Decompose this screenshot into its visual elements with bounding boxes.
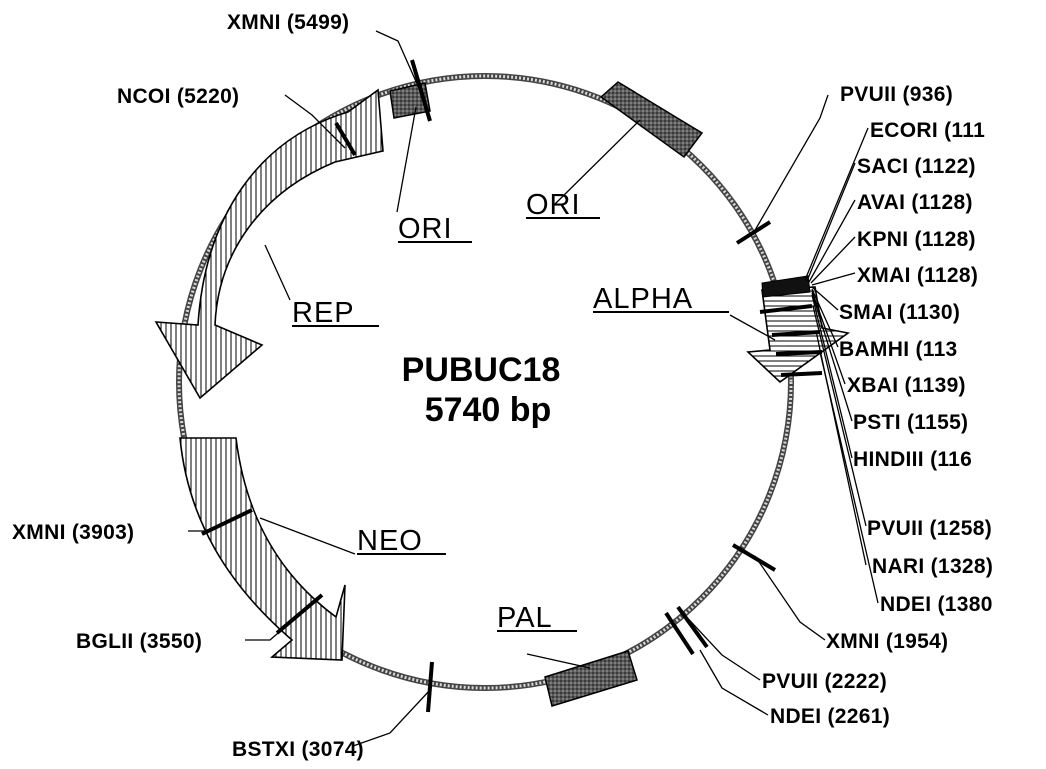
site-label-saci: SACI (1122)	[857, 155, 976, 178]
plasmid-name: PUBUC18	[402, 351, 561, 389]
feature-label-ori-left: ORI	[398, 213, 453, 245]
feature-labels: ORI ORI REP ALPHA NEO PAL	[292, 189, 729, 634]
site-label-pvuii-1258: PVUII (1258)	[867, 517, 992, 540]
site-label-smai: SMAI (1130)	[839, 301, 960, 324]
site-label-kpni: KPNI (1128)	[857, 228, 976, 251]
site-label-ncoi-5220: NCOI (5220)	[117, 85, 239, 108]
site-label-xmni-5499: XMNI (5499)	[227, 11, 349, 34]
site-label-pvuii-2222: PVUII (2222)	[762, 670, 887, 693]
site-label-ndei-2261: NDEI (2261)	[770, 705, 890, 728]
leader-lines	[188, 30, 879, 747]
site-label-bstxi-3074: BSTXI (3074)	[232, 738, 364, 761]
site-label-hindiii: HINDIII (116	[853, 448, 972, 471]
site-label-nari: NARI (1328)	[872, 555, 993, 578]
ori-box-top	[599, 81, 704, 159]
site-label-xmni-3903: XMNI (3903)	[12, 521, 134, 544]
feature-label-pal: PAL	[497, 602, 553, 634]
mcs-block	[761, 275, 811, 298]
site-label-psti: PSTI (1155)	[853, 411, 968, 434]
site-label-xmni-1954: XMNI (1954)	[826, 630, 948, 653]
site-label-avai: AVAI (1128)	[857, 191, 973, 214]
site-labels: XMNI (5499) NCOI (5220) PVUII (936) ECOR…	[12, 11, 993, 761]
rep-arrow	[154, 88, 384, 400]
site-label-xmai: XMAI (1128)	[857, 264, 978, 287]
pal-box	[544, 650, 638, 707]
site-label-bamhi: BAMHI (113	[839, 338, 958, 361]
plasmid-backbone-inner	[177, 74, 793, 690]
feature-label-alpha: ALPHA	[593, 283, 693, 315]
site-label-ecori: ECORI (111	[870, 119, 985, 142]
plasmid-size: 5740 bp	[425, 391, 552, 429]
neo-arrow	[179, 437, 346, 661]
site-label-bglii-3550: BGLII (3550)	[76, 630, 202, 653]
site-label-ndei-1380: NDEI (1380	[880, 593, 993, 616]
site-ticks	[201, 59, 823, 713]
feature-label-rep: REP	[292, 297, 355, 329]
feature-label-neo: NEO	[357, 525, 423, 557]
site-label-xbai: XBAI (1139)	[847, 374, 966, 397]
site-label-pvuii-936: PVUII (936)	[840, 83, 953, 106]
feature-label-ori-top: ORI	[526, 189, 581, 221]
